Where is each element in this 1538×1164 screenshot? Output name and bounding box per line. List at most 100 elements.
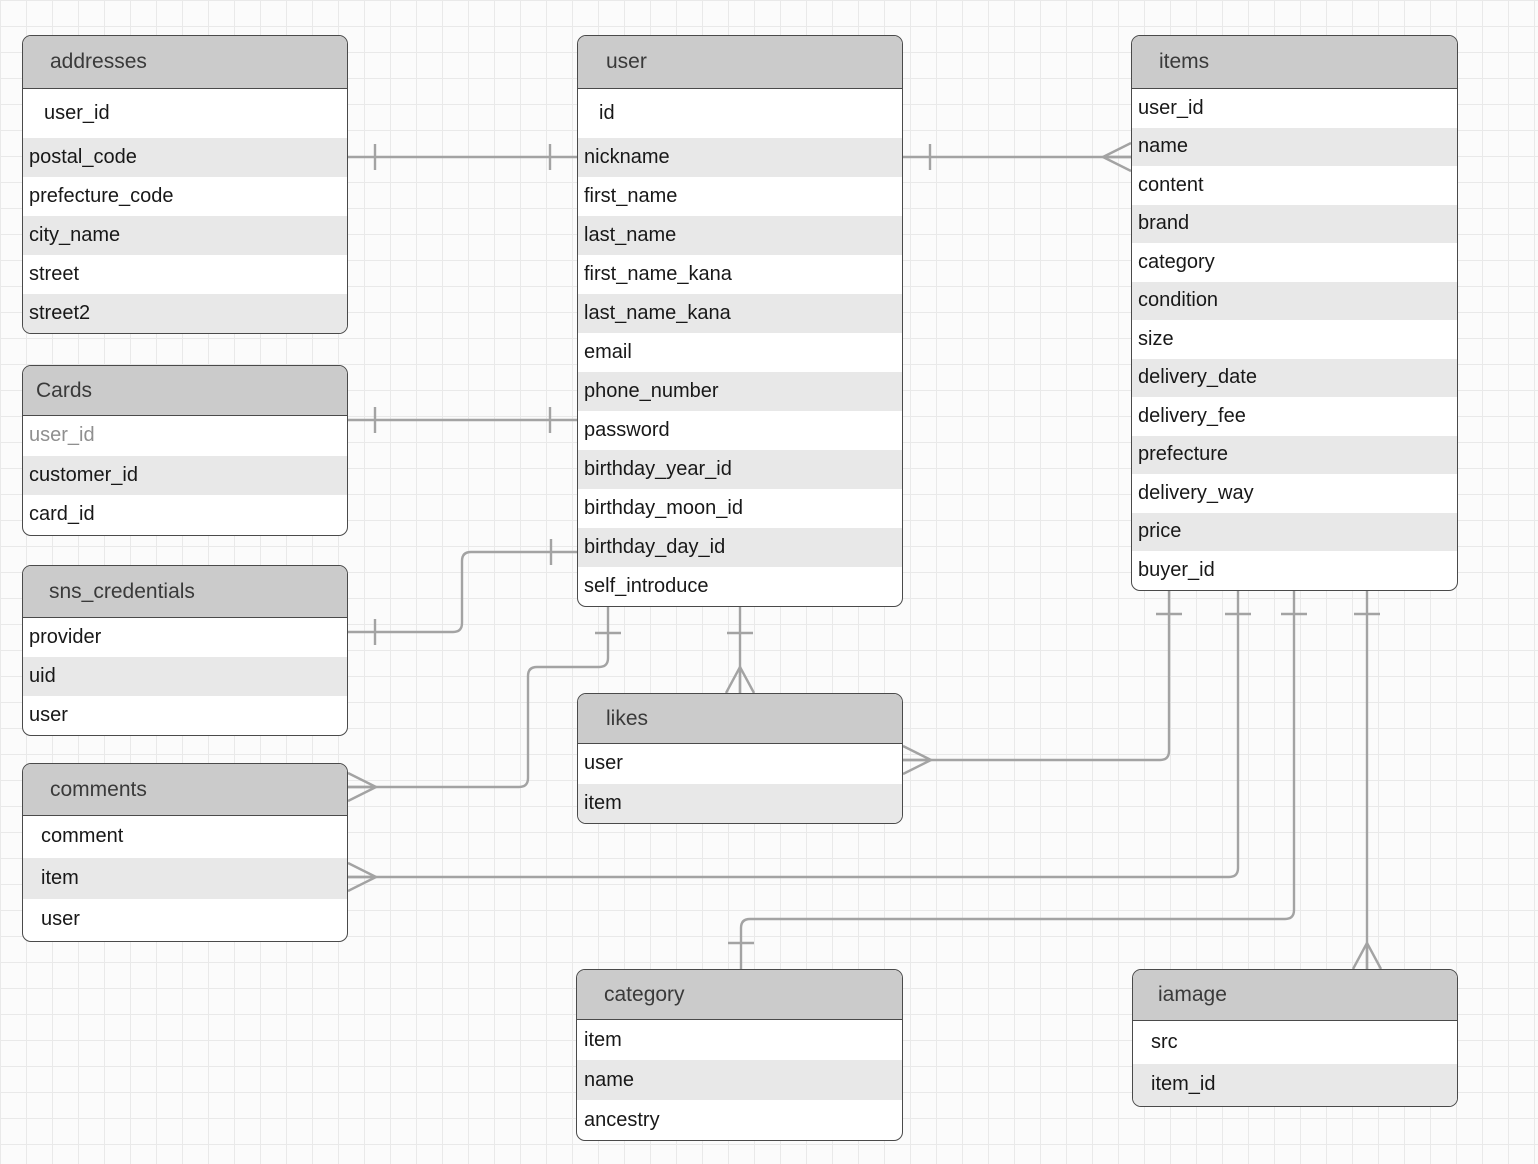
column-label: user_id (1138, 96, 1204, 119)
column-label: self_introduce (584, 575, 709, 597)
column-row-category-name[interactable]: name (577, 1060, 902, 1100)
table-iamage[interactable]: iamage src item_id (1132, 969, 1458, 1107)
column-row-user-nickname[interactable]: nickname (578, 138, 902, 177)
column-row-addresses-user_id[interactable]: user_id (23, 89, 347, 138)
column-row-items-delivery_date[interactable]: delivery_date (1132, 358, 1457, 397)
column-row-items-content[interactable]: content (1132, 166, 1457, 205)
connection-line[interactable] (903, 588, 1171, 762)
table-header-comments[interactable]: comments (23, 764, 347, 816)
column-row-sns_credentials-user[interactable]: user (23, 696, 347, 735)
column-label: phone_number (584, 380, 719, 402)
column-label: category (1138, 250, 1215, 273)
column-row-user-password[interactable]: password (578, 411, 902, 450)
column-row-items-condition[interactable]: condition (1132, 281, 1457, 320)
column-row-user-last_name[interactable]: last_name (578, 216, 902, 255)
column-label: ancestry (584, 1108, 660, 1131)
column-row-items-price[interactable]: price (1132, 512, 1457, 551)
connection-line[interactable] (348, 550, 577, 634)
column-row-user-first_name_kana[interactable]: first_name_kana (578, 255, 902, 294)
table-header-items[interactable]: items (1132, 36, 1457, 89)
connection-sns_credentials-user[interactable] (348, 539, 577, 645)
connection-likes-user[interactable] (724, 605, 756, 694)
column-row-items-delivery_fee[interactable]: delivery_fee (1132, 397, 1457, 436)
table-header-category[interactable]: category (577, 970, 902, 1020)
column-label: city_name (29, 224, 121, 246)
column-label: user_id (44, 102, 110, 124)
connection-addresses-user[interactable] (348, 144, 577, 170)
column-row-comments-item[interactable]: item (23, 857, 347, 899)
column-label: delivery_fee (1138, 404, 1246, 427)
table-header-cards[interactable]: Cards (23, 366, 347, 416)
column-row-user-self_introduce[interactable]: self_introduce (578, 567, 902, 606)
column-label: street (29, 263, 80, 285)
column-row-user-birthday_moon_id[interactable]: birthday_moon_id (578, 489, 902, 528)
table-header-likes[interactable]: likes (578, 694, 902, 744)
column-row-items-name[interactable]: name (1132, 127, 1457, 166)
column-row-category-ancestry[interactable]: ancestry (577, 1100, 902, 1140)
column-label: user (41, 908, 80, 931)
column-row-items-prefecture[interactable]: prefecture (1132, 435, 1457, 474)
column-label: item (584, 791, 622, 814)
connection-comments-items[interactable] (347, 588, 1251, 893)
column-row-addresses-street2[interactable]: street2 (23, 294, 347, 333)
column-row-sns_credentials-provider[interactable]: provider (23, 618, 347, 657)
connection-user-items[interactable] (903, 141, 1132, 173)
column-row-addresses-street[interactable]: street (23, 255, 347, 294)
column-row-iamage-item_id[interactable]: item_id (1133, 1063, 1457, 1106)
column-row-cards-user_id[interactable]: user_id (23, 416, 347, 456)
connection-comments-user[interactable] (347, 605, 621, 803)
connection-line[interactable] (739, 588, 1296, 969)
column-row-items-delivery_way[interactable]: delivery_way (1132, 474, 1457, 513)
column-label: src (1151, 1030, 1178, 1053)
connection-likes-items[interactable] (902, 588, 1182, 776)
table-title: category (604, 982, 685, 1006)
column-row-user-email[interactable]: email (578, 333, 902, 372)
table-header-addresses[interactable]: addresses (23, 36, 347, 89)
column-row-category-item[interactable]: item (577, 1020, 902, 1060)
column-row-user-birthday_day_id[interactable]: birthday_day_id (578, 528, 902, 567)
column-label: prefecture (1138, 443, 1229, 466)
column-row-iamage-src[interactable]: src (1133, 1021, 1457, 1064)
column-row-items-category[interactable]: category (1132, 243, 1457, 282)
column-row-user-phone_number[interactable]: phone_number (578, 372, 902, 411)
column-row-addresses-postal_code[interactable]: postal_code (23, 138, 347, 177)
column-row-comments-comment[interactable]: comment (23, 816, 347, 858)
connection-category-items[interactable] (728, 588, 1307, 969)
connection-line[interactable] (348, 605, 610, 789)
connection-line[interactable] (348, 588, 1240, 879)
connection-cards-user[interactable] (348, 407, 577, 433)
column-row-user-first_name[interactable]: first_name (578, 177, 902, 216)
column-row-user-id[interactable]: id (578, 89, 902, 138)
table-header-sns_credentials[interactable]: sns_credentials (23, 566, 347, 618)
column-row-items-buyer_id[interactable]: buyer_id (1132, 551, 1457, 590)
column-row-likes-user[interactable]: user (578, 744, 902, 784)
column-row-items-brand[interactable]: brand (1132, 204, 1457, 243)
connection-iamage-items[interactable] (1351, 588, 1383, 970)
column-label: street2 (29, 302, 91, 324)
table-header-iamage[interactable]: iamage (1133, 970, 1457, 1021)
column-row-addresses-prefecture_code[interactable]: prefecture_code (23, 177, 347, 216)
column-row-user-last_name_kana[interactable]: last_name_kana (578, 294, 902, 333)
column-row-cards-customer_id[interactable]: customer_id (23, 455, 347, 495)
column-label: postal_code (29, 146, 137, 168)
column-label: prefecture_code (29, 185, 174, 207)
column-row-cards-card_id[interactable]: card_id (23, 495, 347, 535)
column-label: customer_id (29, 463, 138, 486)
column-row-likes-item[interactable]: item (578, 783, 902, 823)
table-header-user[interactable]: user (578, 36, 902, 89)
column-row-items-size[interactable]: size (1132, 320, 1457, 359)
column-row-user-birthday_year_id[interactable]: birthday_year_id (578, 450, 902, 489)
column-row-sns_credentials-uid[interactable]: uid (23, 657, 347, 696)
table-addresses[interactable]: addresses user_id postal_code prefecture_co… (22, 35, 348, 334)
column-row-comments-user[interactable]: user (23, 899, 347, 941)
column-row-items-user_id[interactable]: user_id (1132, 89, 1457, 128)
column-row-addresses-city_name[interactable]: city_name (23, 216, 347, 255)
column-label: id (599, 102, 615, 124)
